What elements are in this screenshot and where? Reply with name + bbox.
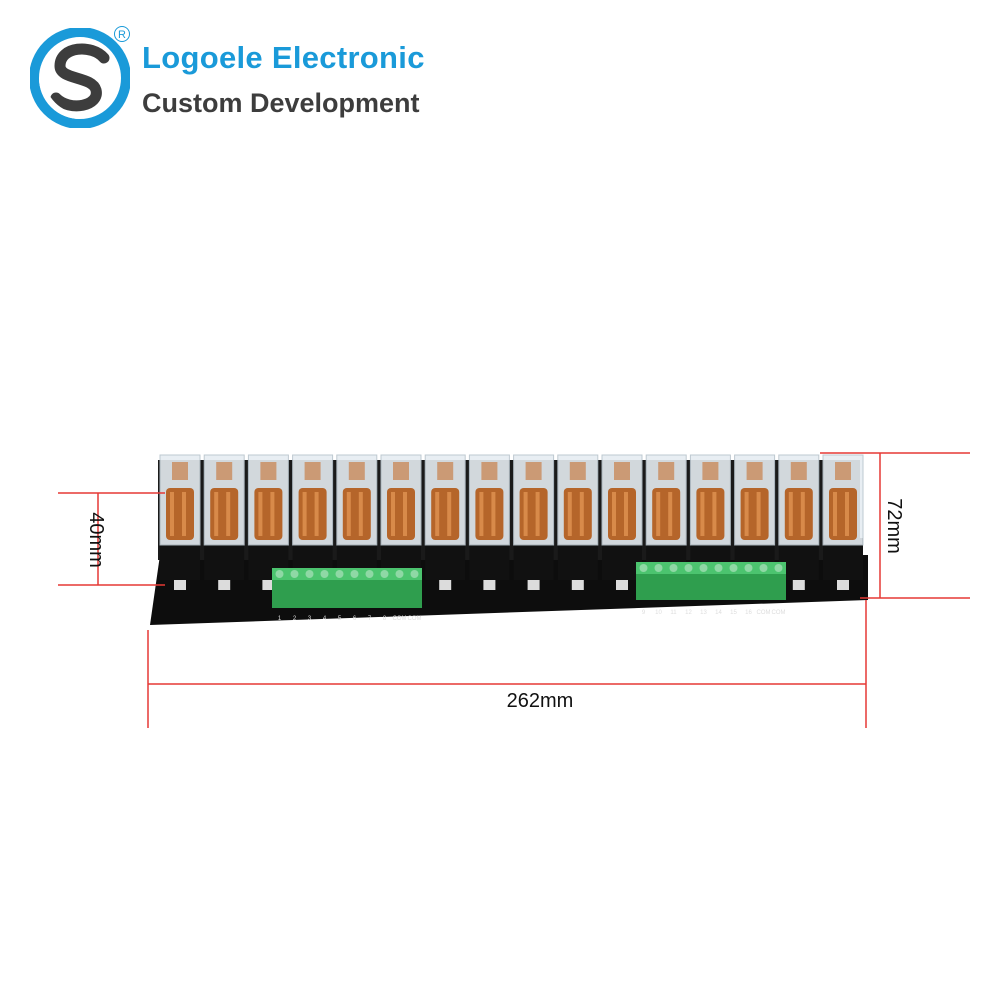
terminal-screw xyxy=(639,564,648,572)
terminal-screw xyxy=(774,564,783,572)
relay xyxy=(822,454,864,590)
terminal-label: COM xyxy=(408,616,422,622)
relay xyxy=(468,454,510,590)
terminal-label: 13 xyxy=(700,610,707,616)
brand-name: Logoele Electronic xyxy=(142,40,425,75)
terminal-label: 12 xyxy=(685,610,692,616)
terminal-screw xyxy=(290,570,299,578)
terminal-screw xyxy=(395,570,404,578)
relay xyxy=(424,454,466,590)
terminal-label: 11 xyxy=(670,610,677,616)
terminal-label: COM xyxy=(757,610,771,616)
terminal-screw xyxy=(335,570,344,578)
relay xyxy=(247,454,289,590)
terminal-label: 8 xyxy=(383,616,387,622)
terminal-screw xyxy=(744,564,753,572)
relay xyxy=(645,454,687,590)
terminal-label: 14 xyxy=(715,610,722,616)
terminal-label: COM xyxy=(772,610,786,616)
terminal-label: 3 xyxy=(308,616,312,622)
terminal-label: COM xyxy=(393,616,407,622)
relay xyxy=(513,454,555,590)
terminal-label: 2 xyxy=(293,616,297,622)
terminal-screw xyxy=(699,564,708,572)
terminal-screw xyxy=(714,564,723,572)
terminal-label: 10 xyxy=(655,610,662,616)
terminal-label: 5 xyxy=(338,616,342,622)
dimension-width: 262mm xyxy=(507,690,574,712)
terminal-screw xyxy=(654,564,663,572)
terminal-screw xyxy=(380,570,389,578)
terminal-label: 16 xyxy=(745,610,752,616)
registered-mark: R xyxy=(114,26,130,42)
terminal-label: 1 xyxy=(278,616,282,622)
terminal-screw xyxy=(729,564,738,572)
relay xyxy=(159,454,201,590)
dimension-height-total: 72mm xyxy=(883,498,905,554)
dimension-height-relay: 40mm xyxy=(85,512,107,568)
terminal-label: 4 xyxy=(323,616,327,622)
dimension-lines xyxy=(58,452,970,728)
terminal-screw xyxy=(275,570,284,578)
relay xyxy=(557,454,599,590)
terminal-screw xyxy=(305,570,314,578)
terminal-screw xyxy=(320,570,329,578)
terminal-screw xyxy=(365,570,374,578)
relay xyxy=(778,454,820,590)
terminal-screw xyxy=(684,564,693,572)
terminal-block-right xyxy=(636,562,786,600)
terminal-screw xyxy=(410,570,419,578)
terminal-label: 7 xyxy=(368,616,372,622)
terminal-screw xyxy=(669,564,678,572)
relay xyxy=(601,454,643,590)
terminal-label: 6 xyxy=(353,616,357,622)
relay xyxy=(203,454,245,590)
logo-icon xyxy=(30,28,130,128)
terminal-screw xyxy=(350,570,359,578)
relay xyxy=(734,454,776,590)
brand-tagline: Custom Development xyxy=(142,88,420,118)
terminal-label: 15 xyxy=(730,610,737,616)
terminal-screw xyxy=(759,564,768,572)
terminal-label: 9 xyxy=(642,610,646,616)
terminal-block-left xyxy=(272,568,422,608)
